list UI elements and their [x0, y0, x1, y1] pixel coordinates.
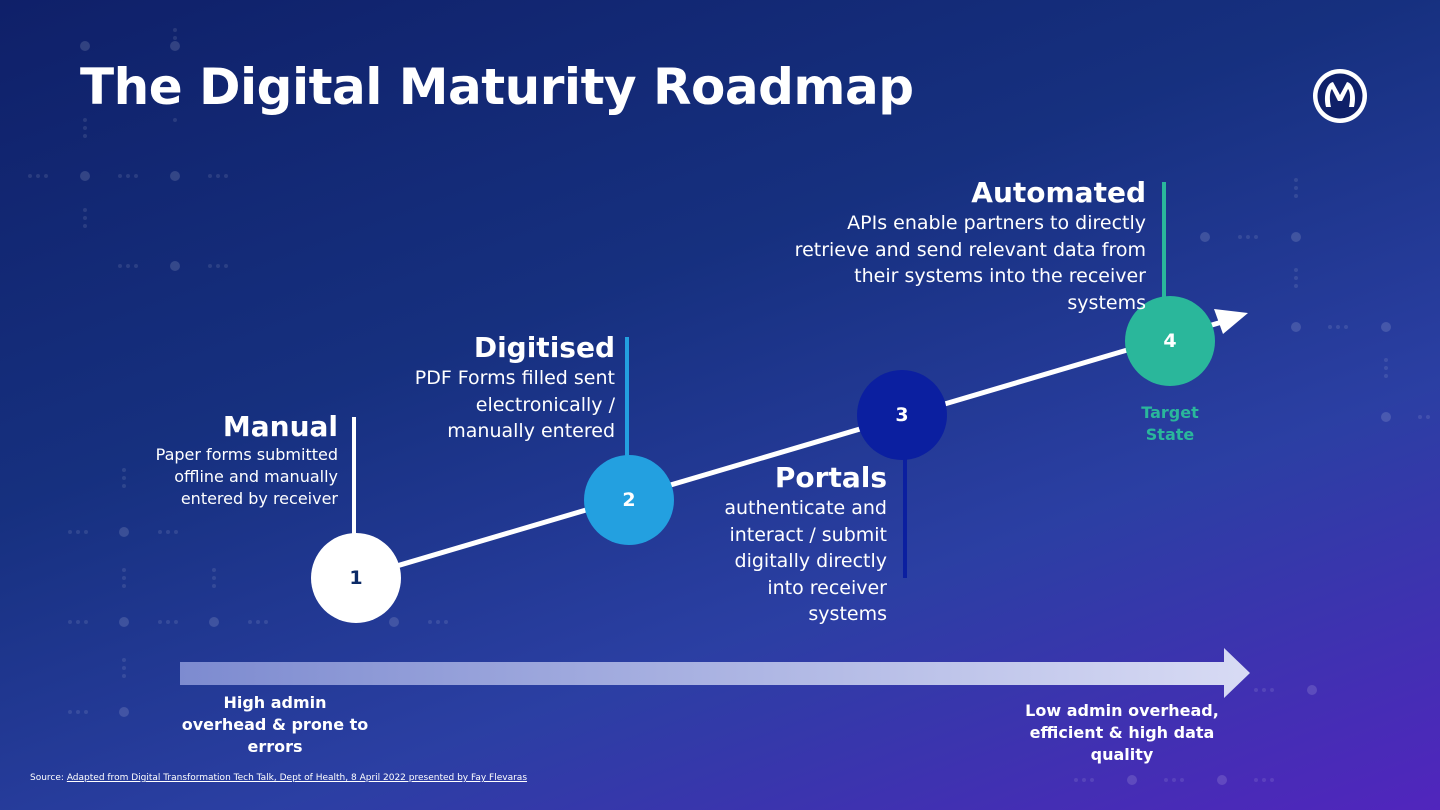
- target-state-label: Target State: [1141, 403, 1199, 444]
- stage-3-title: Portals: [774, 461, 887, 494]
- stage-3-marker-line: [903, 452, 907, 578]
- stage-2-title: Digitised: [473, 331, 615, 364]
- page-title: The Digital Maturity Roadmap: [80, 58, 914, 116]
- stage-3-node[interactable]: 3: [857, 370, 947, 460]
- stage-1-number: 1: [349, 567, 363, 589]
- scale-right-label: Low admin overhead, efficient & high dat…: [1025, 701, 1219, 764]
- stage-2-number: 2: [622, 489, 636, 511]
- scale-arrow: [180, 648, 1250, 698]
- stage-1-marker-line: [352, 417, 356, 543]
- stage-1-text: Manual Paper forms submitted offline and…: [150, 410, 338, 510]
- stage-2-node[interactable]: 2: [584, 455, 674, 545]
- stage-2-text: Digitised PDF Forms filled sent electron…: [385, 331, 615, 445]
- scale-left-label: High admin overhead & prone to errors: [181, 693, 369, 756]
- stage-3-text: Portals authenticate and interact / subm…: [698, 461, 887, 628]
- stage-2-marker-line: [625, 337, 629, 464]
- stage-4-text: Automated APIs enable partners to direct…: [770, 176, 1146, 316]
- stage-4-number: 4: [1163, 330, 1177, 352]
- stage-1-title: Manual: [222, 410, 338, 443]
- stage-4-marker-line: [1162, 182, 1166, 307]
- stage-4-node[interactable]: 4: [1125, 296, 1215, 386]
- stage-3-number: 3: [895, 404, 909, 426]
- stage-1-description: Paper forms submitted offline and manual…: [155, 445, 338, 508]
- mulesoft-logo-icon[interactable]: [1311, 67, 1369, 125]
- stage-2-description: PDF Forms filled sent electronically / m…: [414, 367, 615, 442]
- roadmap-arrowhead: [1214, 309, 1248, 334]
- roadmap-trend-line: [355, 319, 1223, 581]
- stage-4-description: APIs enable partners to directly retriev…: [794, 212, 1146, 314]
- stage-3-description: authenticate and interact / submit digit…: [724, 497, 887, 625]
- stage-1-node[interactable]: 1: [311, 533, 401, 623]
- source-prefix: Source:: [30, 773, 67, 783]
- stage-4-title: Automated: [971, 176, 1146, 209]
- source-link[interactable]: Adapted from Digital Transformation Tech…: [66, 773, 528, 783]
- source-note: Source: Adapted from Digital Transformat…: [30, 773, 527, 783]
